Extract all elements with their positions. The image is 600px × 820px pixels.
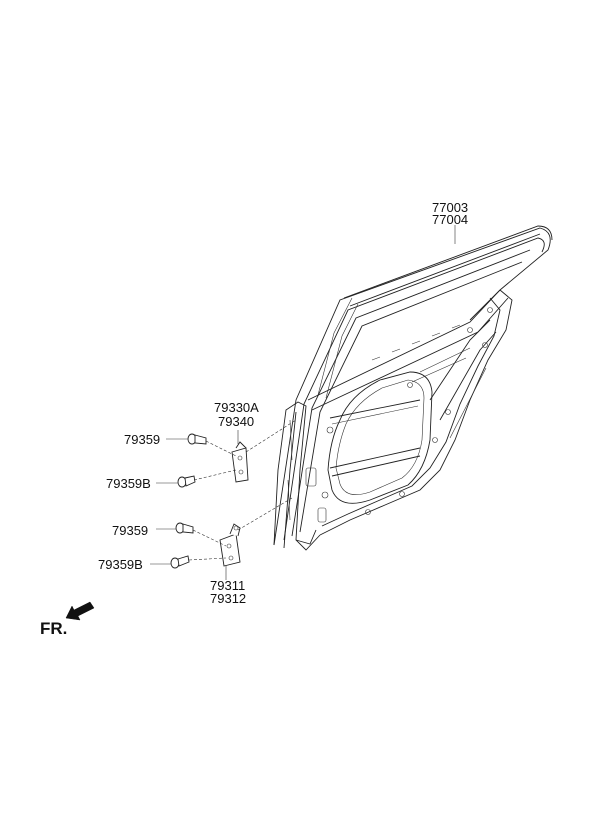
- label-79359b-lower: 79359B: [98, 557, 143, 572]
- arrow-down-left-icon: [65, 601, 95, 621]
- label-79330a: 79330A: [214, 400, 259, 415]
- upper-bolt-79359: [187, 433, 207, 445]
- label-77004: 77004: [432, 212, 468, 227]
- label-79359b-upper: 79359B: [106, 476, 151, 491]
- lower-hinge: [219, 523, 241, 567]
- front-label: FR.: [40, 619, 67, 638]
- lower-bolt-79359: [175, 522, 194, 534]
- door-weatherstrip: [343, 225, 553, 307]
- upper-hinge: [231, 441, 249, 483]
- label-77003: 77003: [432, 200, 468, 215]
- label-79311: 79311: [210, 578, 245, 593]
- label-79359-lower: 79359: [112, 523, 148, 538]
- rear-door-panel: [273, 227, 551, 551]
- label-79359-upper: 79359: [124, 432, 160, 447]
- label-79340: 79340: [218, 414, 254, 429]
- leader-lines: [150, 225, 456, 580]
- lower-bolt-79359b: [170, 555, 190, 569]
- upper-bolt-79359b: [177, 475, 196, 488]
- label-79312: 79312: [210, 591, 246, 606]
